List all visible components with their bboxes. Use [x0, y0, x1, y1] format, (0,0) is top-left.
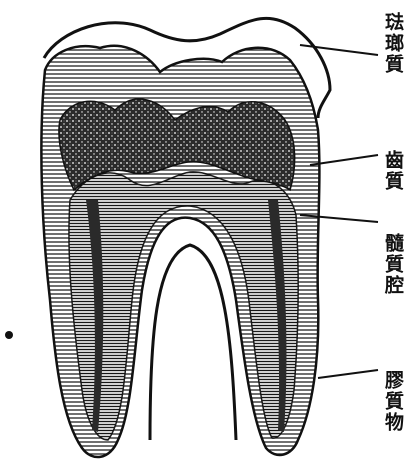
label-enamel: 琺瑯質 — [383, 12, 402, 75]
label-cementum: 膠質物 — [383, 370, 402, 433]
side-dot — [5, 331, 13, 339]
label-dentin: 齒質 — [383, 150, 402, 192]
label-pulp-cavity: 髓質腔 — [383, 233, 402, 296]
leader-cementum — [318, 370, 378, 378]
leader-enamel — [300, 45, 378, 55]
root-furcation — [150, 245, 236, 440]
